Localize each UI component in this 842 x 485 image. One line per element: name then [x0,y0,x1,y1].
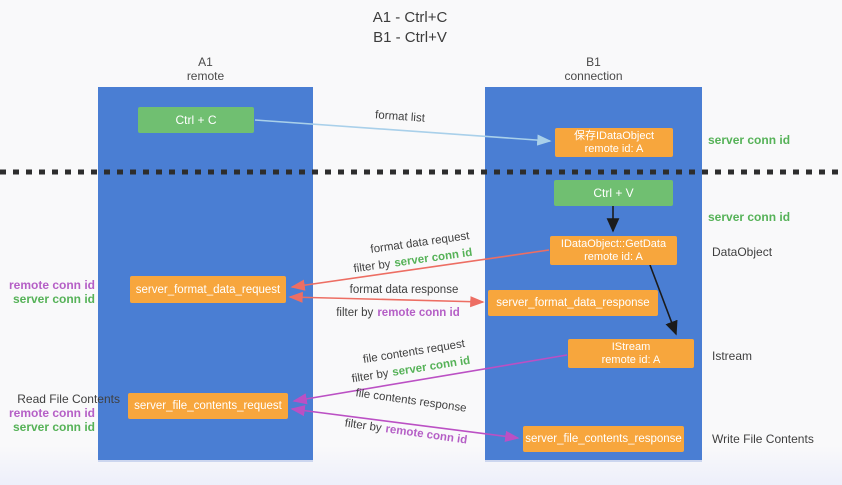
format-data-response-label: format data response [349,284,459,296]
remote-conn-id-annotation-1: remote conn id [8,278,95,292]
ctrl-c-node: Ctrl + C [138,107,254,133]
ctrl-c-label: Ctrl + C [175,113,217,127]
lane-header-b1: B1 connection [485,55,702,83]
format-data-response-arrow [288,291,485,308]
write-file-contents-annotation: Write File Contents [712,432,814,446]
format-conn-id-annotations: remote conn id server conn id [0,278,95,306]
title-line-b1: B1 - Ctrl+V [373,29,447,46]
server-file-contents-request-node: server_file_contents_request [128,393,288,419]
lane-b1-subtitle: connection [564,69,623,83]
read-file-annotations: Read File Contents remote conn id server… [0,392,120,434]
server-format-data-response-node: server_format_data_response [488,290,658,316]
ctrl-v-label: Ctrl + V [593,186,634,200]
save-dataobject-line2: remote id: A [584,142,644,155]
istream-line1: IStream [611,340,651,353]
diagram-title: A1 - Ctrl+C B1 - Ctrl+V [310,8,510,48]
server-file-contents-request-label: server_file_contents_request [134,400,282,412]
lane-header-a1: A1 remote [98,55,313,83]
getdata-line1: IDataObject::GetData [560,237,667,250]
server-conn-id-annotation-mid: server conn id [708,210,791,224]
remote-conn-id-annotation-2: remote conn id [8,406,95,420]
server-format-data-response-label: server_format_data_response [496,297,650,309]
server-format-data-request-node: server_format_data_request [130,276,286,303]
lane-a1-name: A1 [198,55,213,69]
save-dataobject-node: 保存IDataObject remote id: A [555,128,673,157]
server-conn-id-annotation-2: server conn id [12,420,95,434]
remote-conn-id-text: remote conn id [377,307,460,319]
file-contents-response-arrow [290,405,520,442]
read-file-contents-annotation: Read File Contents [17,392,120,406]
server-conn-id-annotation-top: server conn id [708,133,791,147]
istream-annotation: Istream [712,349,753,363]
lane-a1-subtitle: remote [186,69,225,83]
server-file-contents-response-label: server_file_contents_response [525,433,682,445]
title-line-a1: A1 - Ctrl+C [372,9,448,26]
istream-node: IStream remote id: A [568,339,694,368]
getdata-node: IDataObject::GetData remote id: A [550,236,677,265]
server-file-contents-response-node: server_file_contents_response [523,426,684,452]
filter-by-text: filter by [336,307,374,319]
server-conn-id-annotation-1: server conn id [12,292,95,306]
lane-b1-name: B1 [586,55,601,69]
getdata-to-istream-arrow [649,264,678,336]
dataobject-annotation: DataObject [712,245,773,259]
ctrl-v-node: Ctrl + V [554,180,673,206]
server-format-data-request-label: server_format_data_request [135,283,281,296]
file-contents-request-arrow [292,354,568,405]
format-list-arrow [254,119,552,146]
format-data-request-arrow [290,249,550,291]
save-dataobject-line1: 保存IDataObject [573,129,655,142]
istream-line2: remote id: A [601,353,661,366]
getdata-line2: remote id: A [584,250,643,263]
